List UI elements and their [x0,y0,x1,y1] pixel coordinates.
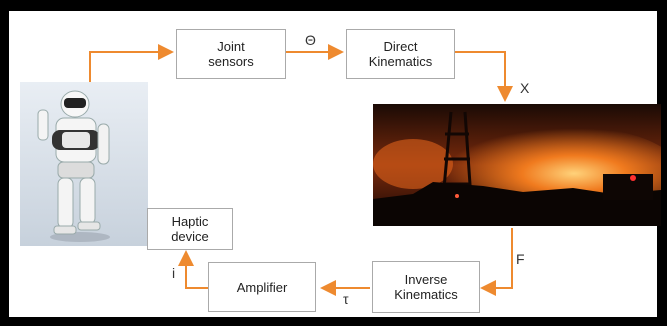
tau-label: τ [343,291,349,307]
haptic-device-label: Haptic device [171,214,209,244]
haptic-device-box: Haptic device [147,208,233,250]
x-label: X [520,80,530,96]
inverse-kinematics-label: Inverse Kinematics [394,272,458,302]
theta-label: Θ [305,32,316,48]
humanoid-robot-image [20,82,148,246]
joint-sensors-box: Joint sensors [176,29,286,79]
arrow-direct-to-scene [455,51,513,102]
arrow-amplifier-to-haptic [178,250,208,289]
amplifier-label: Amplifier [236,279,288,295]
amplifier-box: Amplifier [208,262,316,312]
arrow-robot-to-joint-sensors [89,44,174,90]
fire-scene-image [373,104,661,226]
i-label: i [172,265,176,281]
f-label: F [516,251,525,267]
arrow-scene-to-inverse [480,228,513,296]
direct-kinematics-label: Direct Kinematics [368,39,433,69]
direct-kinematics-box: Direct Kinematics [346,29,455,79]
joint-sensors-label: Joint sensors [208,39,254,69]
inverse-kinematics-box: Inverse Kinematics [372,261,480,313]
